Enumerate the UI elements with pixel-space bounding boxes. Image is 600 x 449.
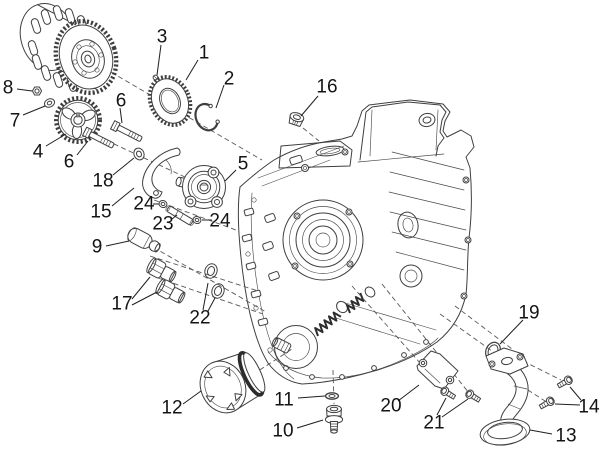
part-label-13: 13 bbox=[555, 426, 576, 447]
leader-line-6 bbox=[119, 107, 123, 124]
leader-line-2 bbox=[215, 84, 225, 109]
drain-plug-drawing bbox=[324, 404, 344, 434]
part-label-24: 24 bbox=[209, 211, 231, 232]
part-label-6: 6 bbox=[64, 152, 75, 173]
crankcase-drawing bbox=[237, 99, 475, 385]
pin-part23-drawing bbox=[165, 205, 195, 226]
spacer-part18-drawing bbox=[133, 147, 145, 161]
part-label-8: 8 bbox=[3, 78, 14, 99]
leader-line-22 bbox=[202, 282, 209, 311]
callout-layer: 1234566789101112131415161718192021222324… bbox=[3, 27, 600, 447]
washer-part11-drawing bbox=[324, 392, 340, 400]
part-label-15: 15 bbox=[90, 202, 111, 223]
bolt-part6-drawing bbox=[110, 120, 144, 144]
part-label-4: 4 bbox=[33, 142, 44, 163]
bolt-part14-drawing bbox=[537, 395, 557, 412]
leader-line-6 bbox=[76, 140, 89, 156]
part-label-18: 18 bbox=[92, 171, 113, 192]
filter-boss-spline bbox=[271, 337, 292, 354]
relief-spring bbox=[345, 292, 365, 314]
leader-line-15 bbox=[111, 187, 135, 207]
plug-part16-drawing bbox=[288, 112, 305, 127]
leader-line-10 bbox=[296, 419, 324, 429]
part-label-7: 7 bbox=[10, 111, 21, 132]
part-label-5: 5 bbox=[238, 154, 249, 175]
part-label-22: 22 bbox=[189, 308, 210, 329]
leader-line-14 bbox=[569, 386, 582, 401]
relief-spring bbox=[314, 311, 342, 337]
nut-part8-drawing bbox=[31, 86, 43, 96]
part-label-11: 11 bbox=[274, 390, 294, 411]
bushing-part9-drawing bbox=[127, 227, 161, 253]
part-label-12: 12 bbox=[161, 398, 182, 419]
guard-part15-drawing bbox=[142, 147, 181, 199]
leader-line-13 bbox=[529, 429, 553, 435]
bolt-part21-drawing bbox=[463, 388, 483, 405]
washer-part7-drawing bbox=[43, 98, 56, 108]
part-label-24: 24 bbox=[133, 194, 155, 215]
part-label-21: 21 bbox=[423, 413, 444, 434]
leader-line-7 bbox=[22, 105, 46, 116]
leader-line-20 bbox=[397, 384, 420, 402]
clutch-drum-drawing bbox=[19, 3, 119, 96]
union-part17-drawing bbox=[153, 277, 188, 307]
part-label-17: 17 bbox=[111, 294, 132, 315]
leader-line-22 bbox=[207, 297, 216, 312]
leader-line-4 bbox=[45, 133, 67, 147]
oil-filter-drawing bbox=[199, 351, 266, 414]
gear-ring-drawing bbox=[147, 75, 193, 127]
part-label-3: 3 bbox=[157, 27, 168, 48]
part-label-6: 6 bbox=[116, 91, 127, 112]
part-label-1: 1 bbox=[199, 43, 210, 64]
leader-line-9 bbox=[105, 240, 130, 247]
leader-line-5 bbox=[224, 169, 237, 182]
cover-plate-drawing bbox=[416, 350, 459, 390]
oil-pickup-pipe-drawing bbox=[479, 347, 531, 446]
leader-line-8 bbox=[16, 88, 33, 92]
leader-line-12 bbox=[182, 390, 202, 405]
part-label-23: 23 bbox=[152, 214, 173, 235]
leader-line-19 bbox=[499, 319, 524, 345]
leader-line-17 bbox=[131, 276, 151, 300]
part-label-2: 2 bbox=[224, 69, 235, 90]
part-label-10: 10 bbox=[272, 421, 293, 442]
leader-line-1 bbox=[185, 59, 199, 81]
leader-line-16 bbox=[300, 95, 319, 117]
leader-line-21 bbox=[441, 398, 469, 418]
leader-line-17 bbox=[131, 291, 158, 306]
leader-line-14 bbox=[554, 403, 581, 406]
part-label-19: 19 bbox=[518, 303, 539, 324]
part-label-20: 20 bbox=[380, 396, 401, 417]
part-label-16: 16 bbox=[316, 77, 337, 98]
leader-line-18 bbox=[112, 157, 135, 176]
bolt-part14-drawing bbox=[555, 374, 575, 391]
circlip-drawing bbox=[194, 102, 220, 132]
washer-part24-drawing bbox=[157, 199, 169, 209]
leader-line-23 bbox=[171, 214, 178, 220]
oil-pump-drawing bbox=[175, 165, 226, 209]
leader-line-11 bbox=[297, 395, 326, 399]
leader-line-3 bbox=[156, 44, 162, 76]
leader-line-21 bbox=[436, 397, 447, 416]
part-label-14: 14 bbox=[578, 397, 600, 418]
part-label-9: 9 bbox=[92, 237, 103, 258]
